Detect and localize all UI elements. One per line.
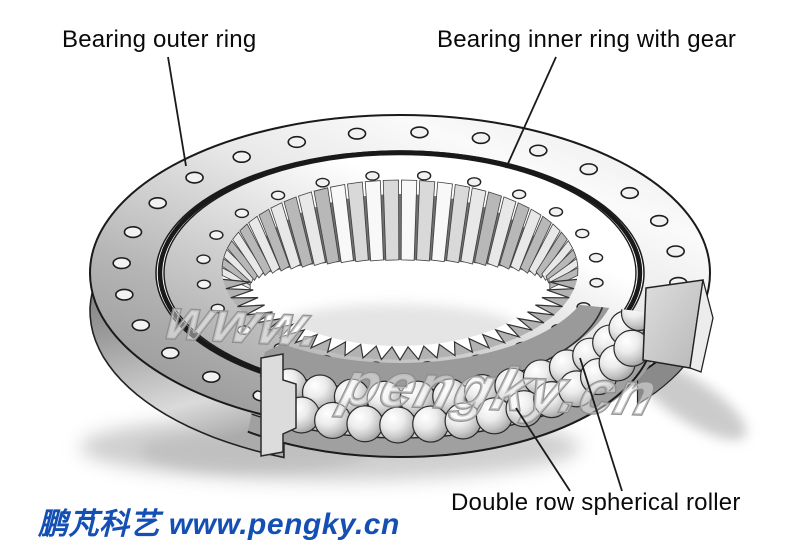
right-block-wall bbox=[689, 279, 714, 373]
gear-tooth bbox=[474, 191, 502, 267]
bolt-hole-inner bbox=[315, 177, 330, 188]
bolt-hole-outer bbox=[201, 370, 221, 383]
bolt-hole-inner bbox=[210, 303, 225, 314]
bolt-hole-inner bbox=[588, 252, 604, 263]
bolt-hole-outer bbox=[410, 126, 429, 139]
bolt-hole-inner bbox=[548, 206, 564, 217]
gear-tooth bbox=[487, 196, 517, 268]
gear-tooth bbox=[541, 239, 574, 281]
gear-tooth bbox=[382, 179, 400, 261]
bolt-hole-outer bbox=[112, 257, 131, 270]
bolt-hole-outer bbox=[347, 127, 367, 140]
gear-tooth bbox=[499, 202, 530, 270]
bolt-hole-outer bbox=[620, 186, 640, 200]
bolt-hole-outer bbox=[666, 245, 685, 258]
bolt-hole-outer bbox=[131, 319, 151, 332]
bolt-hole-outer bbox=[287, 135, 307, 149]
bolt-hole-inner bbox=[236, 325, 252, 336]
bolt-hole-inner bbox=[196, 254, 211, 265]
gear-tooth bbox=[283, 196, 313, 268]
watermark-www: www. bbox=[158, 289, 333, 358]
gear bbox=[221, 179, 579, 362]
bolt-hole-outer bbox=[123, 226, 143, 239]
bolt-hole-inner bbox=[575, 228, 590, 239]
gear-tooth bbox=[431, 181, 453, 263]
leader-line-inner-ring bbox=[505, 56, 557, 169]
gear-tooth bbox=[329, 184, 354, 264]
gear-tooth bbox=[460, 187, 487, 265]
label-double-row-roller: Double row spherical roller bbox=[451, 489, 741, 516]
bolt-hole-inner bbox=[365, 171, 380, 181]
watermark-pengky: pengky.cn bbox=[332, 350, 665, 427]
bolt-hole-outer bbox=[649, 214, 669, 227]
bolt-hole-outer bbox=[579, 163, 599, 176]
label-bearing-outer-ring: Bearing outer ring bbox=[62, 26, 257, 53]
leader-line-roller-upper bbox=[579, 357, 623, 492]
leader-line-outer-ring bbox=[167, 56, 187, 167]
gear-tooth bbox=[270, 202, 301, 270]
gear-tooth bbox=[400, 179, 418, 261]
annotation-overlay: www. pengky.cn bbox=[157, 56, 667, 492]
bearing-body bbox=[80, 114, 747, 481]
label-bearing-inner-ring: Bearing inner ring with gear bbox=[437, 26, 737, 53]
bolt-hole-inner bbox=[416, 170, 432, 181]
bolt-hole-inner bbox=[589, 277, 604, 288]
bolt-hole-inner bbox=[270, 190, 286, 201]
gear-tooth bbox=[535, 231, 568, 279]
cutaway-assembly bbox=[220, 286, 664, 458]
bolt-hole-inner bbox=[234, 208, 250, 219]
gear-front-serration bbox=[222, 278, 578, 362]
gear-tooth bbox=[545, 248, 577, 284]
gear-tooth bbox=[364, 180, 384, 262]
gear-tooth bbox=[528, 223, 561, 277]
bolt-hole-inner bbox=[466, 177, 482, 187]
gear-tooth bbox=[446, 184, 471, 264]
gear-tooth bbox=[258, 208, 290, 272]
inner-ring-front-wall bbox=[220, 286, 619, 389]
leader-line-roller-lower bbox=[515, 407, 571, 492]
site-caption: 鹏芃科艺 www.pengky.cn bbox=[38, 508, 400, 541]
gear-tooth bbox=[416, 180, 436, 262]
gear-tooth bbox=[519, 215, 552, 274]
bolt-hole-outer bbox=[115, 288, 134, 301]
bolt-hole-inner bbox=[511, 189, 527, 200]
gear-tooth bbox=[313, 187, 340, 265]
gear-front-band bbox=[223, 279, 577, 360]
bolt-hole-outer bbox=[528, 144, 548, 157]
bolt-hole-outer bbox=[185, 171, 204, 184]
bolt-hole-outer bbox=[471, 131, 491, 145]
gear-tooth bbox=[298, 191, 326, 267]
bolt-hole-outer bbox=[160, 346, 180, 360]
bolt-hole-outer bbox=[148, 197, 167, 210]
gear-tooth bbox=[347, 181, 369, 263]
gear-tooth bbox=[510, 208, 542, 272]
bolt-hole-outer bbox=[232, 150, 251, 163]
left-cut-face bbox=[260, 353, 297, 457]
bolt-hole-inner bbox=[196, 279, 212, 290]
bolt-hole-inner bbox=[209, 230, 224, 240]
